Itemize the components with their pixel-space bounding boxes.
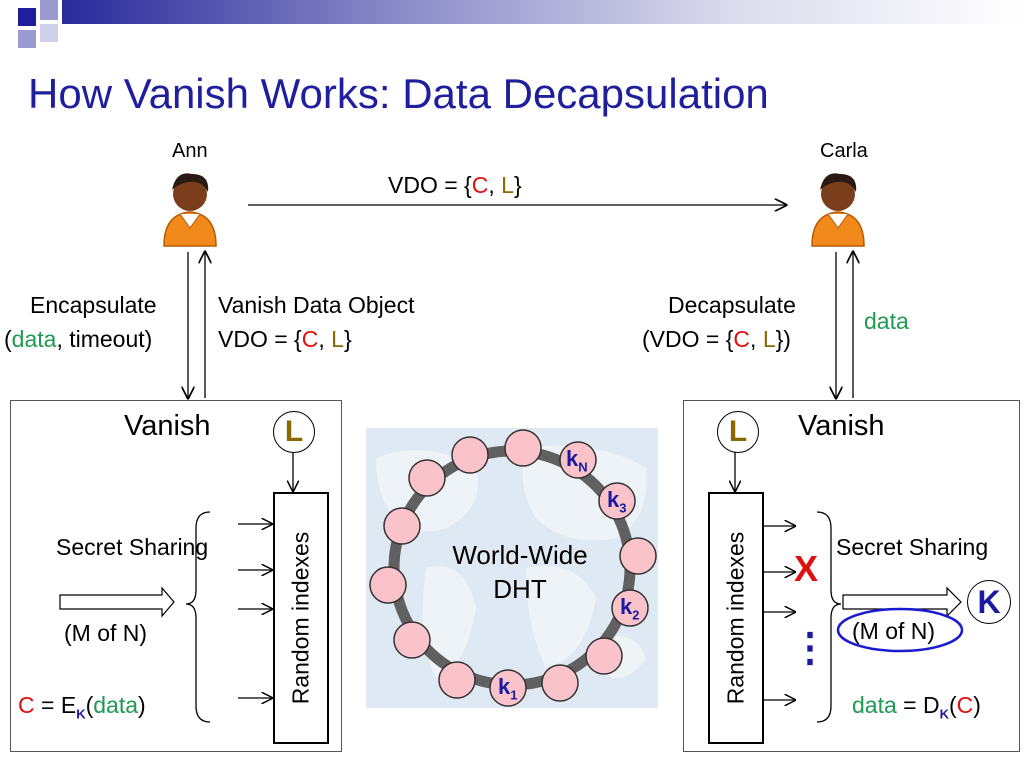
dht-node bbox=[504, 429, 542, 467]
dht-node-label-k1: k1 bbox=[498, 674, 518, 703]
dht-node-group bbox=[369, 429, 657, 707]
person-name-ann: Ann bbox=[172, 140, 208, 162]
dht-node bbox=[619, 537, 657, 575]
encapsulate-args: (data, timeout) bbox=[4, 326, 153, 352]
ellipsis-dots: ⋮ bbox=[790, 626, 830, 670]
vdo-def-left: VDO = {C, L} bbox=[218, 326, 352, 352]
decrypt-formula: data = DK(C) bbox=[852, 692, 981, 722]
person-carla-icon bbox=[811, 173, 865, 247]
dht-node bbox=[393, 621, 431, 659]
page-title: How Vanish Works: Data Decapsulation bbox=[28, 70, 769, 117]
dht-node-k3 bbox=[598, 482, 636, 520]
returned-data-label: data bbox=[864, 308, 909, 334]
dht-label: World-Wide DHT bbox=[452, 540, 588, 604]
left-box-arrows bbox=[59, 452, 340, 723]
encrypt-formula: C = EK(data) bbox=[18, 692, 146, 722]
decapsulate-label: Decapsulate bbox=[668, 292, 796, 318]
l-circle-right: L bbox=[717, 411, 759, 453]
dht-node bbox=[383, 507, 421, 545]
dht-node bbox=[451, 436, 489, 474]
m-of-n-right: (M of N) bbox=[852, 618, 936, 644]
dht-node-k2 bbox=[611, 589, 649, 627]
dht-node-k1 bbox=[489, 669, 527, 707]
dht-node bbox=[585, 637, 623, 675]
m-of-n-left: (M of N) bbox=[64, 620, 148, 646]
l-circle-left: L bbox=[273, 411, 315, 453]
x-mark: X bbox=[794, 548, 819, 589]
dht-node-label-k2: k2 bbox=[620, 594, 640, 623]
right-box-arrows bbox=[683, 452, 964, 723]
person-ann-icon bbox=[163, 173, 217, 247]
dht-node bbox=[438, 661, 476, 699]
dht-node bbox=[408, 459, 446, 497]
person-name-carla: Carla bbox=[820, 140, 868, 162]
vanish-label-right: Vanish bbox=[798, 410, 885, 442]
secret-sharing-left: Secret Sharing bbox=[56, 534, 209, 560]
dht-ring bbox=[369, 429, 657, 707]
dht-node bbox=[541, 664, 579, 702]
key-circle: K bbox=[967, 580, 1011, 624]
dht-node-label-k3: k3 bbox=[607, 487, 627, 516]
dht-node bbox=[369, 566, 407, 604]
header-decoration bbox=[0, 0, 1024, 60]
decapsulate-args: (VDO = {C, L}) bbox=[642, 326, 791, 352]
random-indexes-left: Random indexes bbox=[273, 492, 329, 744]
encapsulate-label: Encapsulate bbox=[30, 292, 157, 318]
random-indexes-right: Random indexes bbox=[708, 492, 764, 744]
dht-node-kn bbox=[559, 441, 597, 479]
vdo-label-top: VDO = {C, L} bbox=[388, 172, 522, 198]
dht-node-label-kn: kN bbox=[566, 446, 588, 475]
vdo-title: Vanish Data Object bbox=[218, 292, 415, 318]
vanish-label-left: Vanish bbox=[124, 410, 211, 442]
